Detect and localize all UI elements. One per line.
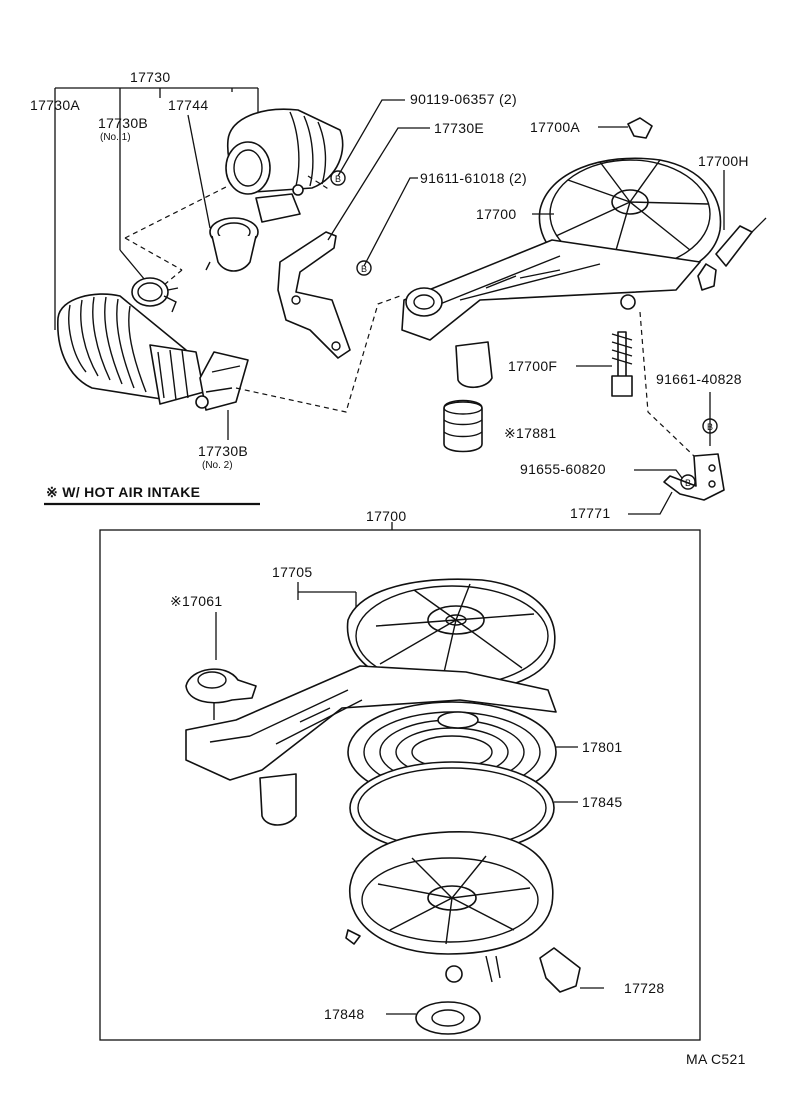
bracket-17730E: B bbox=[277, 127, 430, 359]
intake-hose-group bbox=[54, 87, 344, 440]
b-marker: B bbox=[335, 174, 341, 184]
clip-17700A bbox=[598, 117, 653, 139]
label-hot-air-intake: ※ W/ HOT AIR INTAKE bbox=[46, 484, 200, 500]
label-17730E: 17730E bbox=[434, 120, 484, 136]
label-17705: 17705 bbox=[272, 564, 312, 580]
label-17881: ※17881 bbox=[504, 425, 556, 441]
label-91655-60820: 91655-60820 bbox=[520, 461, 606, 477]
label-17848: 17848 bbox=[324, 1006, 364, 1022]
elbow-17744 bbox=[205, 217, 259, 272]
air-cleaner-assembly bbox=[401, 157, 767, 389]
bracket-17771 bbox=[628, 453, 725, 515]
stud-17700F bbox=[576, 331, 633, 397]
label-17700A: 17700A bbox=[530, 119, 580, 135]
label-17700-top: 17700 bbox=[476, 206, 516, 222]
clamp-17730B-no1 bbox=[131, 277, 179, 313]
label-17700H: 17700H bbox=[698, 153, 749, 169]
catalog-code: MA C521 bbox=[686, 1051, 746, 1067]
sleeve-17881 bbox=[443, 399, 483, 453]
label-17801: 17801 bbox=[582, 739, 622, 755]
label-17730A: 17730A bbox=[30, 97, 80, 113]
label-17730B-no1: 17730B bbox=[98, 115, 148, 131]
hose-17730A bbox=[57, 293, 205, 405]
label-17730B-no1-note: (No. 1) bbox=[100, 132, 131, 143]
label-17730: 17730 bbox=[130, 69, 170, 85]
label-17771: 17771 bbox=[570, 505, 610, 521]
label-17730B-no2: 17730B bbox=[198, 443, 248, 459]
b-marker: B bbox=[361, 264, 367, 274]
label-17730B-no2-note: (No. 2) bbox=[202, 460, 233, 471]
label-17728: 17728 bbox=[624, 980, 664, 996]
label-17061: ※17061 bbox=[170, 593, 222, 609]
assembly-box-17700 bbox=[99, 529, 701, 1041]
label-90119-06357: 90119-06357 (2) bbox=[410, 91, 517, 107]
clamp-17730B-no2 bbox=[195, 351, 249, 440]
b-marker: B bbox=[707, 422, 713, 432]
label-91611-61018: 91611-61018 (2) bbox=[420, 170, 527, 186]
label-17700-box: 17700 bbox=[366, 508, 406, 524]
label-91661-40828: 91661-40828 bbox=[656, 371, 742, 387]
air-valve-17730 bbox=[225, 108, 344, 223]
label-17700F: 17700F bbox=[508, 358, 557, 374]
label-17744: 17744 bbox=[168, 97, 208, 113]
label-17845: 17845 bbox=[582, 794, 622, 810]
air-cleaner-exploded bbox=[185, 578, 604, 1035]
callout-90119: B bbox=[330, 99, 405, 186]
b-marker: B bbox=[685, 478, 691, 488]
